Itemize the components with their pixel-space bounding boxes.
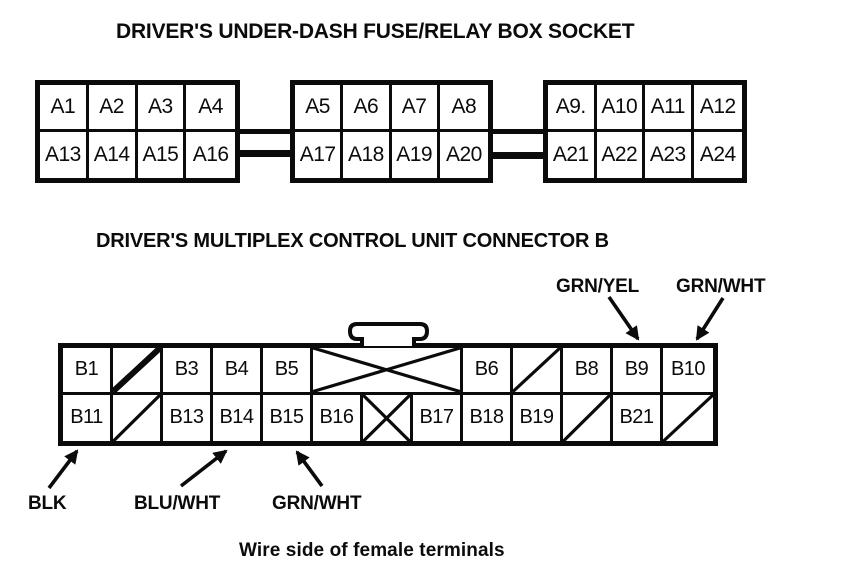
pin-cell-b13: B13 [163, 394, 213, 441]
diagonal-slash-icon [513, 348, 560, 392]
pin-cell-a14: A14 [89, 131, 138, 178]
pin-cell-a11: A11 [645, 85, 694, 132]
pin-cell-b5: B5 [263, 348, 313, 395]
fuse-block-1: A1 A2 A3 A4 A13 A14 A15 A16 [35, 80, 240, 183]
block-link-bar [236, 150, 294, 157]
blocked-diagonal-cell [563, 394, 613, 442]
pin-cell-b18: B18 [463, 394, 513, 441]
wire-label-grn-yel: GRN/YEL [556, 276, 640, 297]
diagonal-slash-icon [563, 395, 610, 442]
fuse-block-3: A9. A10 A11 A12 A21 A22 A23 A24 [543, 80, 747, 183]
pin-cell-a20: A20 [445, 142, 482, 166]
pin-cell-a5: A5 [295, 85, 344, 132]
wire-side-caption: Wire side of female terminals [239, 540, 505, 561]
pin-cell-a7: A7 [391, 85, 440, 132]
pin-cell-a10: A10 [596, 85, 645, 132]
pin-cell-b8: B8 [563, 348, 613, 395]
pin-cell-a15: A15 [138, 131, 187, 178]
pin-cell-b10: B10 [663, 348, 713, 395]
pin-cell-a22: A22 [597, 131, 645, 178]
blocked-diagonal-cell [513, 348, 563, 395]
blocked-diagonal-cell [113, 394, 163, 442]
wire-label-grn-wht-bottom: GRN/WHT [272, 493, 362, 514]
callout-arrow-blk [47, 449, 79, 490]
pin-cell-b4: B4 [213, 348, 263, 395]
pin-cell-b14: B14 [213, 394, 263, 441]
fuse-block-2: A5 A6 A7 A8 A17 A18 A19 A20 [290, 80, 493, 183]
block-link-bar [489, 152, 547, 159]
pin-cell-a18: A18 [343, 131, 392, 178]
wire-label-grn-wht-top: GRN/WHT [676, 276, 766, 297]
pin-cell-b21: B21 [613, 394, 663, 441]
pin-cell-a17: A17 [295, 131, 344, 178]
blocked-x-cell [363, 394, 413, 442]
callout-arrow-grn-wht-top [695, 297, 725, 341]
wire-label-blu-wht: BLU/WHT [134, 493, 221, 514]
wire-label-blk: BLK [28, 493, 67, 514]
x-cross-icon [363, 395, 410, 442]
block-link-bar [489, 129, 547, 134]
pin-cell-b6: B6 [463, 348, 513, 395]
diagonal-slash-icon [663, 395, 713, 442]
diagonal-slash-icon [113, 395, 160, 442]
pin-cell-b16: B16 [313, 394, 363, 441]
pin-cell-a8: A8 [439, 85, 488, 132]
blocked-x-cell-wide [313, 348, 463, 395]
callout-arrow-grn-wht-bottom [295, 450, 324, 488]
pin-cell-b17: B17 [413, 394, 463, 441]
pin-cell-b3: B3 [163, 348, 213, 395]
diagonal-slash-icon [113, 348, 160, 392]
connector-b-title: DRIVER'S MULTIPLEX CONTROL UNIT CONNECTO… [96, 230, 609, 252]
pin-cell-b11: B11 [63, 394, 113, 441]
pin-cell-a12: A12 [693, 85, 742, 132]
callout-arrow-blu-wht [179, 449, 228, 488]
pin-cell-a19: A19 [392, 131, 440, 178]
pin-cell-a6: A6 [343, 85, 392, 132]
pin-cell-a9: A9. [548, 85, 597, 132]
pin-cell-a4: A4 [186, 85, 235, 132]
blocked-diagonal-cell [113, 348, 163, 395]
pin-cell-a24: A24 [699, 142, 736, 166]
pin-cell-a3: A3 [137, 85, 187, 132]
x-cross-icon [313, 348, 460, 392]
blocked-diagonal-cell [663, 395, 713, 442]
pin-cell-a23: A23 [645, 131, 694, 178]
pin-cell-b1: B1 [63, 348, 113, 395]
pin-cell-a13: A13 [40, 131, 89, 178]
pin-cell-a2: A2 [88, 85, 138, 132]
connector-b: B1 B3 B4 B5 B6 B8 B9 B10 B11 B13 B14 B15… [58, 343, 718, 446]
pin-cell-b15: B15 [263, 394, 313, 441]
pin-cell-b9: B9 [613, 348, 663, 395]
fuse-box-title: DRIVER'S UNDER-DASH FUSE/RELAY BOX SOCKE… [116, 20, 635, 43]
pin-cell-b19: B19 [513, 394, 563, 441]
callout-arrow-grn-yel [607, 295, 640, 341]
pin-cell-a21: A21 [548, 131, 597, 178]
pin-cell-a16: A16 [192, 142, 229, 166]
pin-cell-a1: A1 [40, 85, 89, 132]
block-link-bar [236, 129, 294, 134]
